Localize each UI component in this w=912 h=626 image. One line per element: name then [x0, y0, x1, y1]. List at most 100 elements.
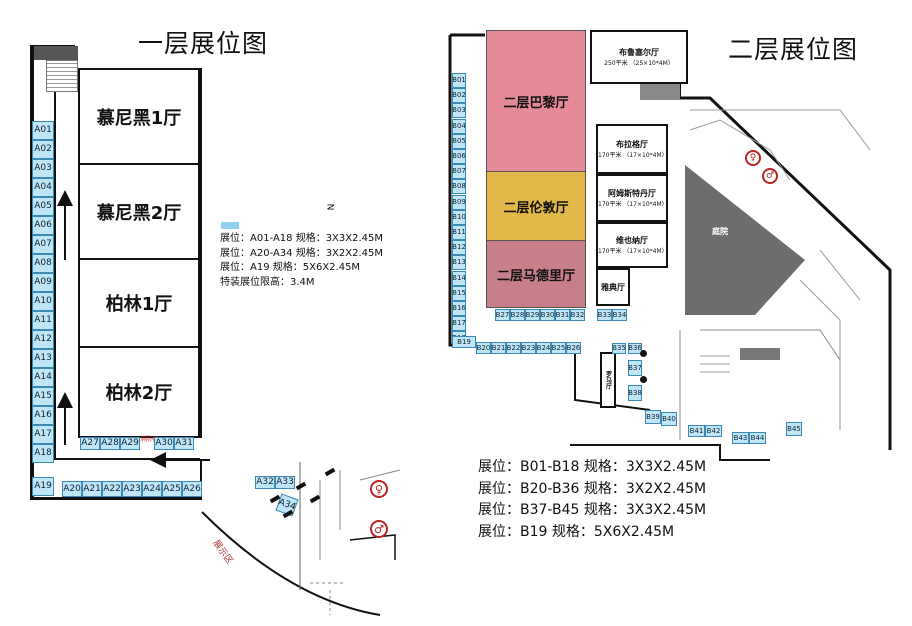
booth-b45[interactable]: B45	[786, 422, 802, 436]
booth-b20[interactable]: B20	[476, 342, 491, 354]
booth-b25[interactable]: B25	[551, 342, 566, 354]
booth-a13[interactable]: A13	[32, 349, 54, 368]
booth-a28[interactable]: A28	[100, 437, 120, 450]
hall-rome[interactable]: 罗马厅	[600, 352, 616, 408]
booth-b09[interactable]: B09	[452, 194, 466, 210]
booth-b01[interactable]: B01	[452, 73, 466, 88]
booth-a25[interactable]: A25	[162, 481, 182, 497]
booth-b28[interactable]: B28	[510, 309, 525, 321]
booth-a27[interactable]: A27	[80, 437, 100, 450]
booth-b34[interactable]: B34	[612, 309, 627, 321]
room-size: 170平米 （17×10*4M）	[598, 201, 668, 208]
hall-paris[interactable]: 二层巴黎厅	[486, 30, 586, 172]
booth-a23[interactable]: A23	[122, 481, 142, 497]
hall-munich-2[interactable]: 慕尼黑2厅	[78, 163, 200, 260]
booth-b12[interactable]: B12	[452, 240, 466, 256]
booth-a02[interactable]: A02	[32, 140, 54, 159]
booth-a33[interactable]: A33	[275, 476, 295, 489]
booth-a11[interactable]: A11	[32, 311, 54, 330]
hall-athens[interactable]: 雅典厅	[596, 268, 630, 306]
booth-b38[interactable]: B38	[628, 385, 642, 401]
booth-b31[interactable]: B31	[555, 309, 570, 321]
booth-b39[interactable]: B39	[645, 410, 661, 424]
restroom-icon: ♀	[745, 150, 761, 166]
hall-brussels[interactable]: 布鲁塞尔厅 250平米 （25×10*4M）	[590, 30, 688, 84]
booth-b14[interactable]: B14	[452, 270, 466, 286]
booth-a24[interactable]: A24	[142, 481, 162, 497]
booth-b37[interactable]: B37	[628, 360, 642, 376]
booth-b35[interactable]: B35	[612, 343, 626, 354]
booth-b44[interactable]: B44	[749, 432, 766, 444]
booth-a26[interactable]: A26	[182, 481, 202, 497]
booth-a10[interactable]: A10	[32, 292, 54, 311]
booth-a09[interactable]: A09	[32, 273, 54, 292]
booth-b06[interactable]: B06	[452, 149, 466, 164]
courtyard-area[interactable]	[680, 150, 810, 320]
hall-label: 二层巴黎厅	[503, 95, 569, 111]
booth-b40[interactable]: B40	[661, 412, 677, 426]
hall-prague[interactable]: 布拉格厅 170平米 （17×10*4M）	[596, 124, 668, 174]
booth-a30[interactable]: A30	[154, 437, 174, 450]
booth-b03[interactable]: B03	[452, 103, 466, 119]
booth-b32[interactable]: B32	[570, 309, 585, 321]
booth-b42[interactable]: B42	[705, 425, 722, 437]
booth-b36[interactable]: B36	[628, 343, 642, 354]
booth-a32[interactable]: A32	[255, 476, 275, 489]
booth-a07[interactable]: A07	[32, 235, 54, 254]
booth-b29[interactable]: B29	[525, 309, 540, 321]
booth-a31[interactable]: A31	[174, 437, 194, 450]
booth-b23[interactable]: B23	[521, 342, 536, 354]
booth-b16[interactable]: B16	[452, 301, 466, 316]
room-size: 250平米 （25×10*4M）	[604, 60, 674, 67]
booth-a04[interactable]: A04	[32, 178, 54, 197]
booth-b05[interactable]: B05	[452, 133, 466, 149]
booth-a15[interactable]: A15	[32, 387, 54, 406]
booth-a18[interactable]: A18	[32, 444, 54, 463]
booth-a08[interactable]: A08	[32, 254, 54, 273]
booth-a16[interactable]: A16	[32, 406, 54, 425]
booth-b13[interactable]: B13	[452, 255, 466, 271]
booth-b24[interactable]: B24	[536, 342, 551, 354]
legend-line: 展位：B19 规格：5X6X2.45M	[478, 524, 675, 541]
hall-munich-1[interactable]: 慕尼黑1厅	[78, 68, 200, 165]
booth-b26[interactable]: B26	[566, 342, 581, 354]
booth-a21[interactable]: A21	[82, 481, 102, 497]
booth-b41[interactable]: B41	[688, 425, 705, 437]
legend-line: 展位：A20-A34 规格：3X2X2.45M	[220, 247, 384, 259]
booth-b43[interactable]: B43	[732, 432, 749, 444]
booth-b11[interactable]: B11	[452, 225, 466, 240]
booth-marker	[640, 376, 647, 383]
wall	[54, 78, 56, 460]
booth-a17[interactable]: A17	[32, 425, 54, 444]
booth-b21[interactable]: B21	[491, 342, 506, 354]
booth-a01[interactable]: A01	[32, 121, 54, 140]
hall-london[interactable]: 二层伦敦厅	[486, 171, 586, 241]
booth-a19[interactable]: A19	[32, 477, 54, 496]
booth-b17[interactable]: B17	[452, 316, 466, 332]
booth-b04[interactable]: B04	[452, 118, 466, 134]
hall-madrid[interactable]: 二层马德里厅	[486, 240, 586, 308]
booth-b19[interactable]: B19	[452, 336, 476, 348]
booth-b27[interactable]: B27	[495, 309, 510, 321]
booth-b08[interactable]: B08	[452, 179, 466, 195]
hall-berlin-2[interactable]: 柏林2厅	[78, 346, 200, 438]
booth-a29[interactable]: A29	[120, 437, 140, 450]
booth-b22[interactable]: B22	[506, 342, 521, 354]
booth-b30[interactable]: B30	[540, 309, 555, 321]
hall-berlin-1[interactable]: 柏林1厅	[78, 258, 200, 348]
booth-a06[interactable]: A06	[32, 216, 54, 235]
hall-vienna[interactable]: 维也纳厅 170平米 （17×10*4M）	[596, 222, 668, 268]
booth-a20[interactable]: A20	[62, 481, 82, 497]
booth-a14[interactable]: A14	[32, 368, 54, 387]
booth-b15[interactable]: B15	[452, 285, 466, 301]
booth-a12[interactable]: A12	[32, 330, 54, 349]
booth-b02[interactable]: B02	[452, 88, 466, 104]
booth-a03[interactable]: A03	[32, 159, 54, 178]
booth-b10[interactable]: B10	[452, 209, 466, 225]
booth-b33[interactable]: B33	[597, 309, 612, 321]
booth-b07[interactable]: B07	[452, 164, 466, 180]
hall-amsterdam[interactable]: 阿姆斯特丹厅 170平米 （17×10*4M）	[596, 174, 668, 222]
room-size: 170平米 （17×10*4M）	[598, 152, 668, 159]
booth-a05[interactable]: A05	[32, 197, 54, 216]
booth-a22[interactable]: A22	[102, 481, 122, 497]
